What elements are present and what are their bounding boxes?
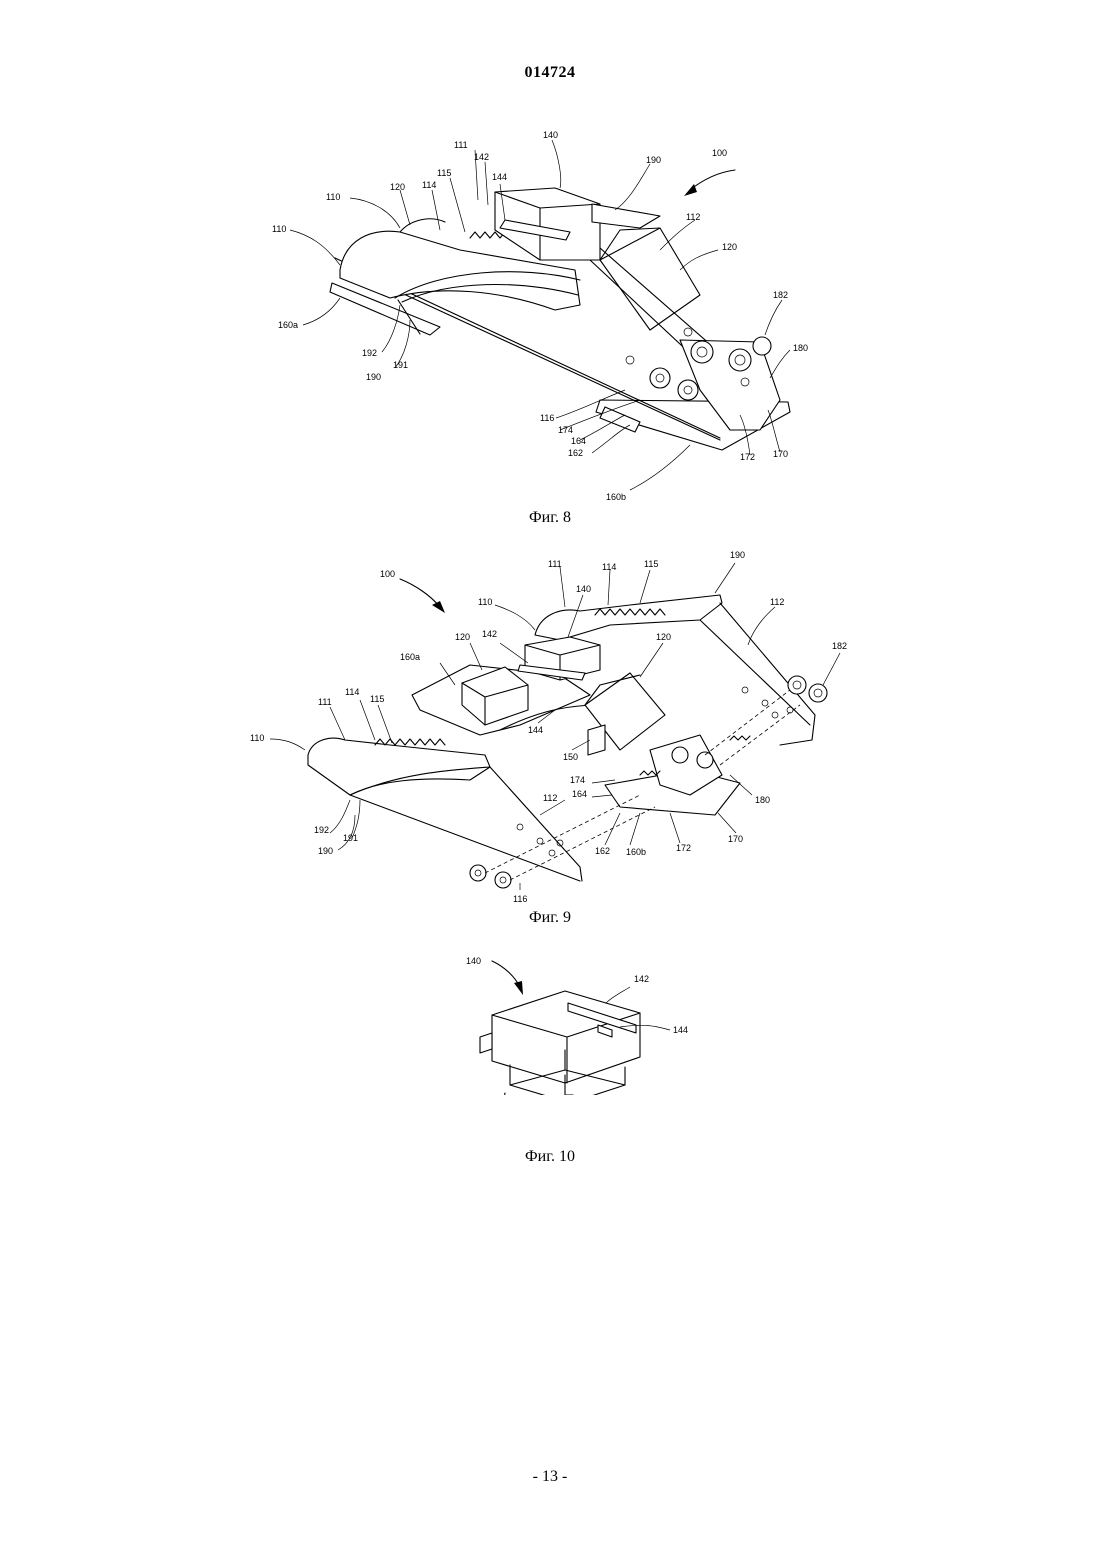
label-174: 174: [558, 425, 573, 435]
label-190-bottom: 190: [318, 846, 333, 856]
label-174: 174: [570, 775, 585, 785]
label-182: 182: [832, 641, 847, 651]
figure-9-caption: Фиг. 9: [0, 909, 1100, 927]
label-112-top: 112: [770, 597, 784, 607]
label-100: 100: [712, 148, 727, 158]
label-114-top: 114: [602, 562, 616, 572]
label-140: 140: [466, 956, 481, 966]
label-115-left: 115: [370, 694, 384, 704]
label-120-right: 120: [722, 242, 737, 252]
figure-10-drawing: 140 142 144 146: [0, 945, 1100, 1095]
label-120-left: 120: [455, 632, 470, 642]
label-170: 170: [773, 449, 788, 459]
label-190-bottom: 190: [366, 372, 381, 382]
label-192: 192: [314, 825, 329, 835]
page-number: - 13 -: [0, 1468, 1100, 1486]
label-112-left: 112: [543, 793, 557, 803]
label-115-top: 115: [644, 559, 658, 569]
document-number: 014724: [0, 64, 1100, 82]
label-164: 164: [571, 436, 586, 446]
label-180: 180: [755, 795, 770, 805]
figure-9-drawing: 100 111 114 115 190 110 140 112 120 142 …: [0, 545, 1100, 910]
label-116: 116: [513, 894, 527, 904]
label-114-left: 114: [345, 687, 359, 697]
label-142: 142: [482, 629, 497, 639]
label-191: 191: [393, 360, 408, 370]
label-142: 142: [474, 152, 489, 162]
figure-8-caption: Фиг. 8: [0, 509, 1100, 527]
label-191: 191: [343, 833, 358, 843]
figure-8-drawing: 111 142 140 190 100 110 120 114 115 144 …: [0, 120, 1100, 500]
label-110-top: 110: [326, 192, 340, 202]
label-142: 142: [634, 974, 649, 984]
label-160a: 160a: [400, 652, 420, 662]
label-120-right: 120: [656, 632, 671, 642]
label-144: 144: [492, 172, 507, 182]
label-160a: 160a: [278, 320, 298, 330]
label-162: 162: [568, 448, 583, 458]
label-144: 144: [528, 725, 543, 735]
label-160b: 160b: [606, 492, 626, 500]
label-182: 182: [773, 290, 788, 300]
figure-10-caption: Фиг. 10: [0, 1148, 1100, 1166]
label-115: 115: [437, 168, 451, 178]
label-170: 170: [728, 834, 743, 844]
label-190-top: 190: [730, 550, 745, 560]
label-190: 190: [646, 155, 661, 165]
label-150: 150: [563, 752, 578, 762]
label-100: 100: [380, 569, 395, 579]
label-180: 180: [793, 343, 808, 353]
label-111-left: 111: [318, 697, 332, 707]
label-120-left: 120: [390, 182, 405, 192]
label-112: 112: [686, 212, 700, 222]
label-111-top: 111: [548, 559, 562, 569]
label-172: 172: [676, 843, 691, 853]
label-110-left: 110: [250, 733, 264, 743]
label-192: 192: [362, 348, 377, 358]
label-116: 116: [540, 413, 554, 423]
label-144: 144: [673, 1025, 688, 1035]
label-140: 140: [576, 584, 591, 594]
label-114: 114: [422, 180, 436, 190]
label-160b: 160b: [626, 847, 646, 857]
label-110-top: 110: [478, 597, 492, 607]
label-140: 140: [543, 130, 558, 140]
label-164: 164: [572, 789, 587, 799]
label-110-left: 110: [272, 224, 286, 234]
label-111: 111: [454, 140, 468, 150]
label-162: 162: [595, 846, 610, 856]
label-172: 172: [740, 452, 755, 462]
